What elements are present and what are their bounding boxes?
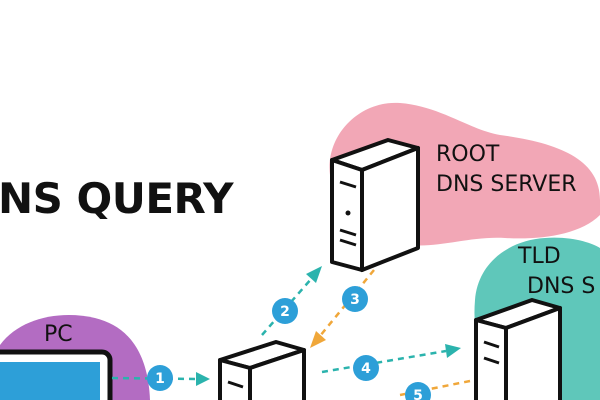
arrow-step-3 (310, 269, 375, 348)
arrow-step-1 (111, 372, 210, 386)
root-server-icon (330, 138, 420, 272)
pc-label: PC (44, 322, 73, 347)
step-1-badge: 1 (147, 365, 173, 391)
step-2-badge: 2 (272, 298, 298, 324)
step-4-badge: 4 (353, 355, 379, 381)
step-1-number: 1 (155, 371, 165, 387)
diagram-title: NS QUERY (0, 174, 233, 223)
step-2-number: 2 (280, 304, 290, 320)
step-4-number: 4 (361, 361, 371, 377)
arrow-step-4 (321, 344, 461, 374)
tld-server-icon (474, 298, 562, 400)
step-5-badge: 5 (405, 382, 431, 400)
pc-monitor-icon (0, 349, 113, 400)
tld-label-line2: DNS S (527, 274, 596, 299)
step-3-badge: 3 (342, 286, 368, 312)
root-label-line2: DNS SERVER (436, 172, 577, 197)
root-label-line1: ROOT (436, 142, 500, 167)
step-3-number: 3 (350, 292, 360, 308)
tld-label-line1: TLD (518, 244, 561, 269)
step-5-number: 5 (413, 388, 423, 400)
resolver-server-icon (218, 340, 306, 400)
